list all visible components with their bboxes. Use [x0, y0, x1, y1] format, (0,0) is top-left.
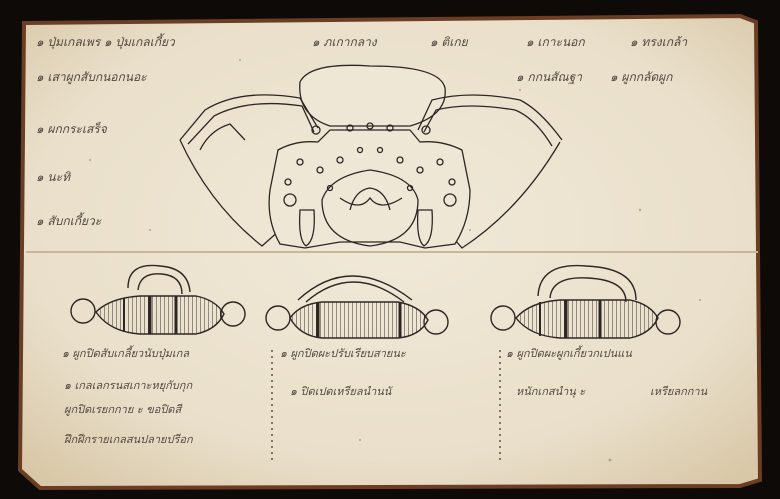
top-label-3: ๑ ติเกย: [430, 33, 468, 52]
left-label-4: ๑ สับกเกี้ยวะ: [36, 212, 101, 231]
col1-line-3: ฝึกฝีกรายเกลสนปลายปรีอก: [64, 430, 193, 448]
left-label-2: ๑ ผกกระเสร็จ: [36, 120, 107, 139]
top-label-2: ๑ ภเกากลาง: [312, 33, 377, 52]
left-label-1: ๑ เสาผูกสับกนอกนอะ: [36, 68, 147, 87]
caption-right: ๑ ผูกปิดผะผูกเกี้ยวกเปนแน: [506, 344, 632, 362]
col3-line-1: หนักเกสนำนุ ะ: [516, 382, 585, 400]
top-label-5: ๑ ทรงเกล้า: [630, 33, 687, 52]
col1-line-1: ๑ เกลเลกรนสเกาะหยุกับกุก: [64, 376, 192, 394]
top-label-1: ๑ ปุ่มเกลเพร ๑ ปุ่มเกลเกี้ยว: [36, 33, 175, 52]
col2-line-1: ๑ ปิดเปดเหรียลนำนนั: [290, 382, 391, 400]
left-label-3: ๑ นะทิ: [36, 168, 70, 187]
right-label-1: ๑ กกนสัณฐา: [516, 68, 582, 87]
caption-left: ๑ ผูกปิดสับเกลี้ยวนับปุ่มเกล: [62, 344, 189, 362]
caption-middle: ๑ ผูกปิดผะปรับเรียบสายนะ: [280, 344, 406, 362]
top-label-4: ๑ เกาะนอก: [526, 33, 585, 52]
col1-line-2: ผูกปิดเรยกกาย ะ ขอปิดสี: [64, 400, 181, 418]
right-label-2: ๑ ผูกกลัดผูก: [610, 68, 672, 87]
col3-line-2: เหรียลกกาน: [650, 382, 707, 400]
